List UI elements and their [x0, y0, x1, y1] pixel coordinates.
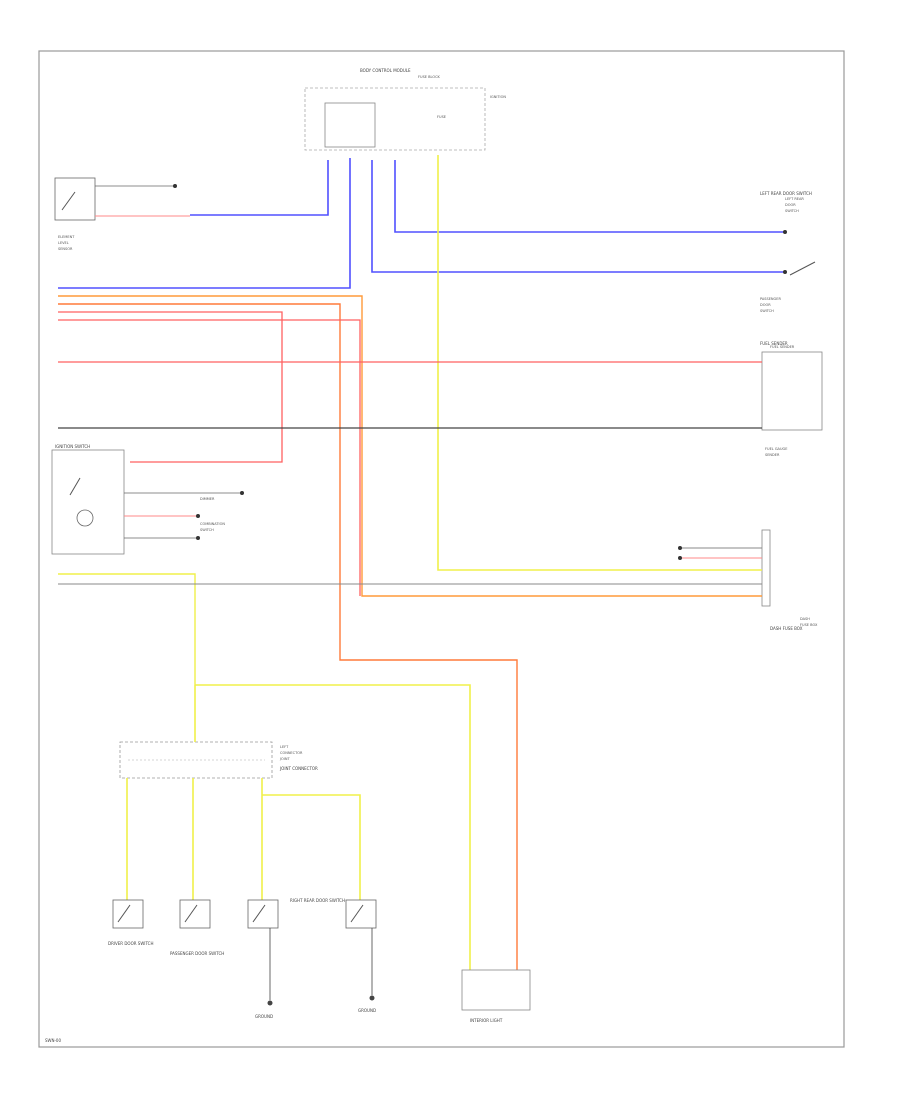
svg-text:SWITCH: SWITCH: [200, 528, 214, 532]
wire-blue-3: [371, 160, 785, 273]
wire-yellow-3: [195, 684, 471, 970]
label-ground-2: GROUND: [358, 1008, 376, 1013]
interior-light-box: [461, 969, 531, 1011]
top-left-component: [54, 177, 96, 221]
label-body-control-module: BODY CONTROL MODULE: [360, 68, 411, 73]
left-rear-door-switch: [345, 899, 377, 929]
ground-symbol-2: [369, 995, 375, 1001]
wire-orange-2: [58, 303, 518, 970]
svg-text:DIMMER: DIMMER: [200, 497, 215, 501]
label-bottom-corner: SWN-00: [45, 1038, 61, 1043]
svg-text:SWITCH: SWITCH: [785, 209, 799, 213]
top-module-box: [304, 87, 486, 151]
svg-text:SENDER: SENDER: [765, 453, 780, 457]
label-dash-fuse: DASH FUSE BOX: [770, 626, 803, 631]
svg-text:ELEMENT: ELEMENT: [58, 235, 75, 239]
svg-text:PASSENGER: PASSENGER: [760, 297, 781, 301]
label-left-rear-door: LEFT REAR DOOR SWITCH: [760, 191, 812, 196]
svg-text:FUSE BLOCK: FUSE BLOCK: [418, 75, 441, 79]
wire-yellow-8: [262, 794, 361, 900]
svg-text:DOOR: DOOR: [785, 203, 796, 207]
wire-blue-2: [58, 158, 351, 289]
wire-blue-1: [190, 160, 329, 216]
label-right-rear-door: RIGHT REAR DOOR SWITCH: [290, 898, 345, 903]
top-module-inner-box: [324, 102, 376, 148]
svg-text:DASH: DASH: [800, 617, 810, 621]
svg-text:FUEL GAUGE: FUEL GAUGE: [765, 447, 787, 451]
wire-red-1: [58, 311, 283, 463]
svg-text:SENSOR: SENSOR: [58, 247, 73, 251]
wire-yellow-2: [58, 573, 196, 685]
wire-orange-1: [58, 295, 762, 597]
svg-text:COMBINATION: COMBINATION: [200, 522, 225, 526]
svg-text:LEFT: LEFT: [280, 745, 289, 749]
label-interior-light: INTERIOR LIGHT: [470, 1018, 503, 1023]
svg-text:SWITCH: SWITCH: [760, 309, 774, 313]
label-driver-door: DRIVER DOOR SWITCH: [108, 941, 153, 946]
svg-text:LEVEL: LEVEL: [58, 241, 69, 245]
label-passenger-door: PASSENGER DOOR SWITCH: [170, 951, 224, 956]
fuel-sender-box: [761, 351, 823, 431]
svg-text:FUEL SENDER: FUEL SENDER: [770, 345, 795, 349]
svg-text:FUSE BOX: FUSE BOX: [800, 623, 818, 627]
label-ignition-switch: IGNITION SWITCH: [55, 444, 90, 449]
svg-text:JOINT: JOINT: [279, 757, 290, 761]
wire-blue-4: [394, 160, 785, 233]
right-connector-box: [761, 529, 771, 607]
label-ground-1: GROUND: [255, 1014, 273, 1019]
wire-yellow-fuse: [437, 155, 762, 571]
svg-text:DOOR: DOOR: [760, 303, 771, 307]
svg-text:CONNECTOR: CONNECTOR: [280, 751, 303, 755]
right-rear-door-switch: [247, 899, 279, 929]
wire-red-2: [58, 319, 361, 596]
ground-symbol-1: [267, 1000, 273, 1006]
diagram-frame: [38, 50, 845, 1048]
label-fuel-sender: FUEL SENDER: [760, 341, 788, 346]
joint-connector-box: [119, 741, 273, 779]
svg-text:LEFT REAR: LEFT REAR: [785, 197, 804, 201]
label-joint-connector: JOINT CONNECTOR: [279, 766, 318, 771]
driver-door-switch: [112, 899, 144, 929]
passenger-door-switch: [179, 899, 211, 929]
svg-text:IGNITION: IGNITION: [490, 95, 506, 99]
svg-text:FUSE: FUSE: [437, 115, 446, 119]
ignition-switch-box: [51, 449, 125, 555]
